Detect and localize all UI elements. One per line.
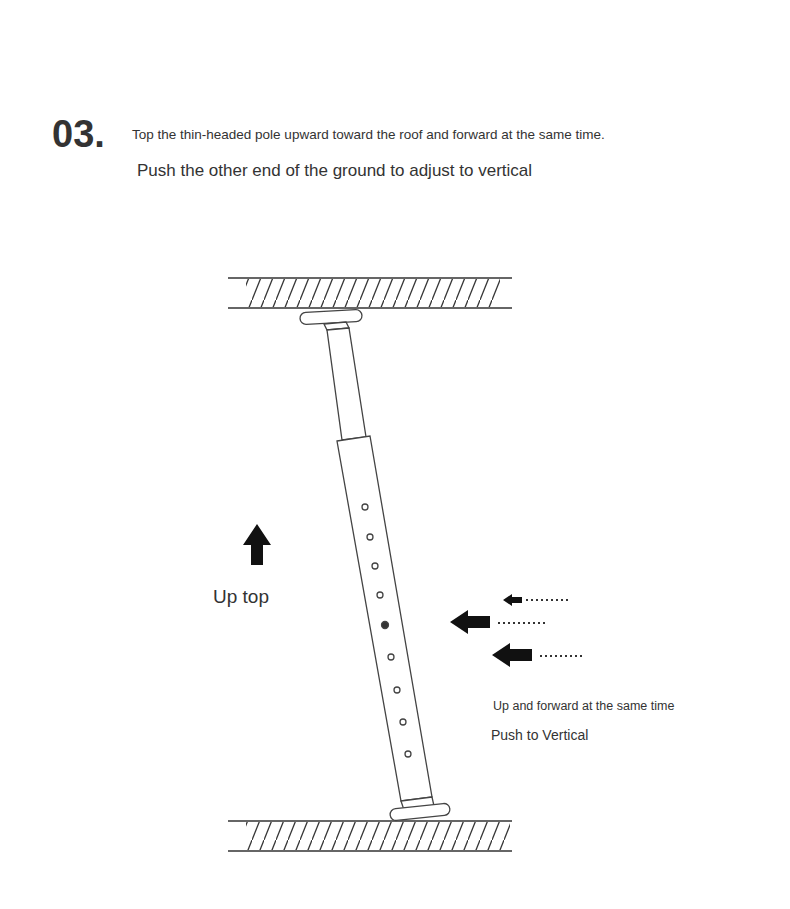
- floor: [228, 821, 512, 851]
- telescopic-pole: [300, 309, 451, 821]
- direction-label: Push to Vertical: [491, 727, 588, 744]
- adjustment-holes: [362, 504, 411, 757]
- instruction-text: Push the other end of the ground to adju…: [137, 161, 532, 181]
- instruction-text: Top the thin-headed pole upward toward t…: [132, 127, 605, 143]
- thick-tube: [337, 436, 432, 801]
- direction-label: Up and forward at the same time: [493, 699, 674, 714]
- up-arrow: [243, 524, 271, 565]
- thin-pole: [327, 328, 366, 440]
- ceiling: [228, 278, 512, 308]
- bottom-pad: [390, 803, 451, 821]
- top-pad: [300, 309, 363, 324]
- direction-label: Up top: [213, 586, 269, 609]
- step-number: 03.: [52, 112, 105, 158]
- push-arrows: [450, 594, 585, 667]
